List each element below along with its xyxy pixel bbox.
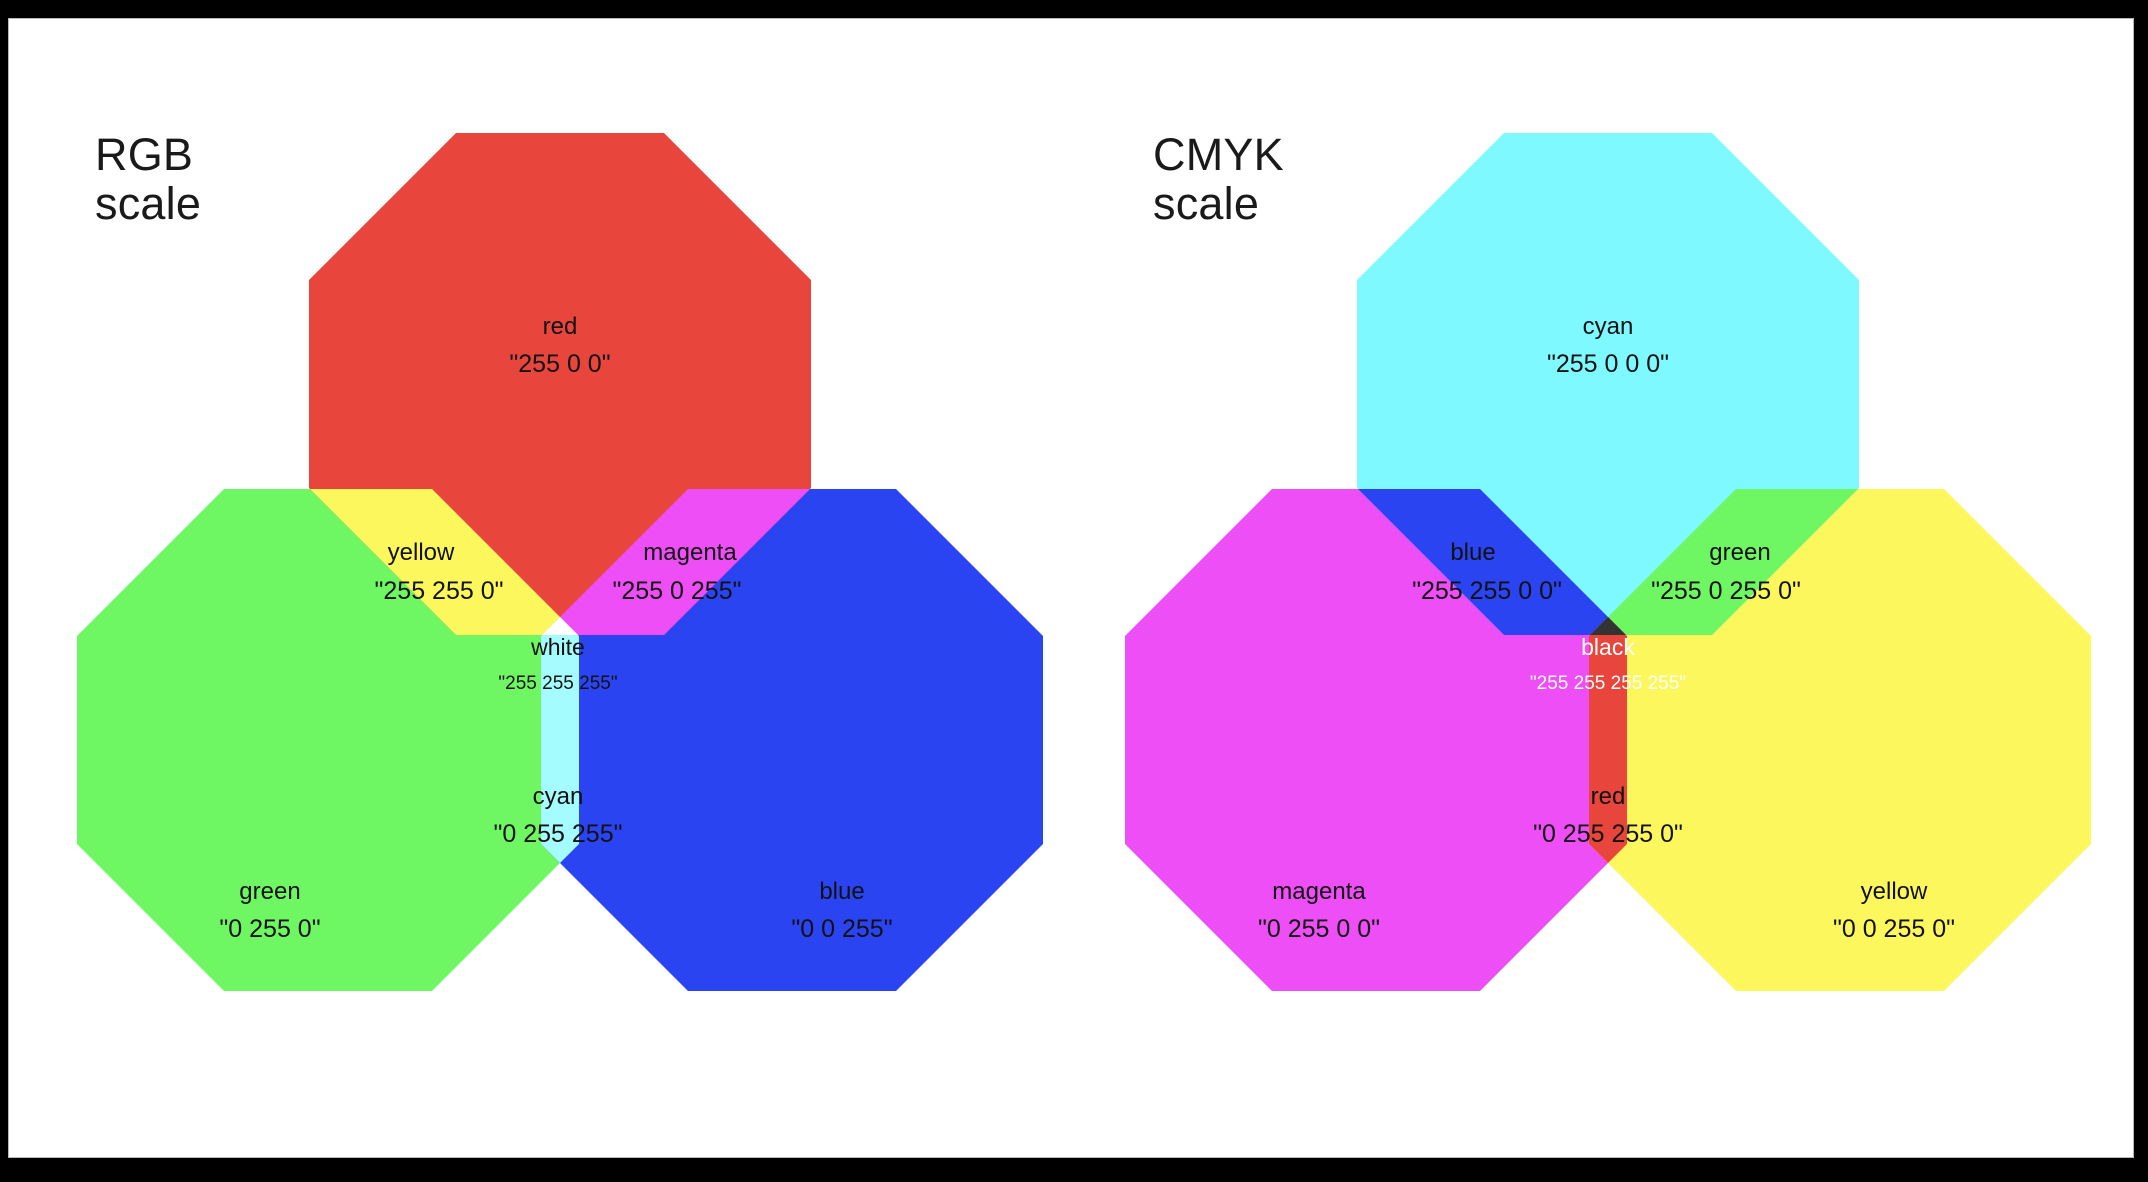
- rgb-label-magenta-code: "255 0 255": [613, 577, 742, 605]
- rgb-label-cyan-code: "0 255 255": [494, 820, 623, 848]
- rgb-label-yellow-name: yellow: [388, 539, 455, 566]
- cmyk-label-cyan-code: "255 0 0 0": [1547, 350, 1669, 378]
- cmyk-label-black-name: black: [1581, 634, 1635, 660]
- cmyk-label-magenta-code: "0 255 0 0": [1258, 915, 1380, 943]
- rgb-venn-diagram: red "255 0 0" yellow "255 255 0" magenta…: [77, 133, 1043, 991]
- rgb-label-magenta-name: magenta: [643, 539, 737, 566]
- cmyk-overlap-blue-group: [1357, 489, 1627, 635]
- rgb-label-green-name: green: [239, 878, 300, 905]
- cmyk-label-black-code: "255 255 255 255": [1530, 673, 1686, 694]
- rgb-label-yellow-code: "255 255 0": [375, 577, 504, 605]
- cmyk-heading-line2: scale: [1153, 177, 1260, 229]
- rgb-region-magenta: [541, 489, 811, 635]
- cmyk-label-red-code: "0 255 255 0": [1533, 820, 1683, 848]
- cmyk-label-red-name: red: [1591, 783, 1626, 810]
- rgb-overlap-magenta-group: [541, 489, 811, 635]
- cmyk-region-blue: [1357, 489, 1627, 635]
- rgb-label-blue-code: "0 0 255": [791, 915, 892, 943]
- rgb-region-yellow: [309, 489, 579, 635]
- rgb-heading-line1: RGB: [95, 129, 194, 180]
- cmyk-label-green-code: "255 0 255 0": [1651, 577, 1801, 605]
- cmyk-label-blue-name: blue: [1450, 539, 1495, 566]
- rgb-label-cyan-name: cyan: [533, 783, 584, 810]
- rgb-heading-line2: scale: [95, 177, 202, 229]
- cmyk-venn-diagram: cyan "255 0 0 0" blue "255 255 0 0" gree…: [1125, 133, 2091, 991]
- cmyk-heading-line1: CMYK: [1153, 129, 1284, 180]
- rgb-label-red-code: "255 0 0": [509, 350, 610, 378]
- rgb-label-green-code: "0 255 0": [219, 915, 320, 943]
- cmyk-overlap-green-group: [1589, 489, 1859, 635]
- cmyk-label-yellow-name: yellow: [1861, 878, 1928, 905]
- cmyk-label-green-name: green: [1709, 539, 1770, 566]
- cmyk-label-yellow-code: "0 0 255 0": [1833, 915, 1955, 943]
- cmyk-region-green: [1589, 489, 1859, 635]
- rgb-overlap-yellow-group: [309, 489, 579, 635]
- rgb-label-blue-name: blue: [819, 878, 864, 905]
- rgb-label-white-name: white: [530, 634, 585, 660]
- rgb-label-white-code: "255 255 255": [498, 673, 617, 694]
- cmyk-label-magenta-name: magenta: [1272, 878, 1366, 905]
- rgb-label-red-name: red: [543, 313, 578, 340]
- cmyk-label-blue-code: "255 255 0 0": [1412, 577, 1562, 605]
- cmyk-label-cyan-name: cyan: [1583, 313, 1634, 340]
